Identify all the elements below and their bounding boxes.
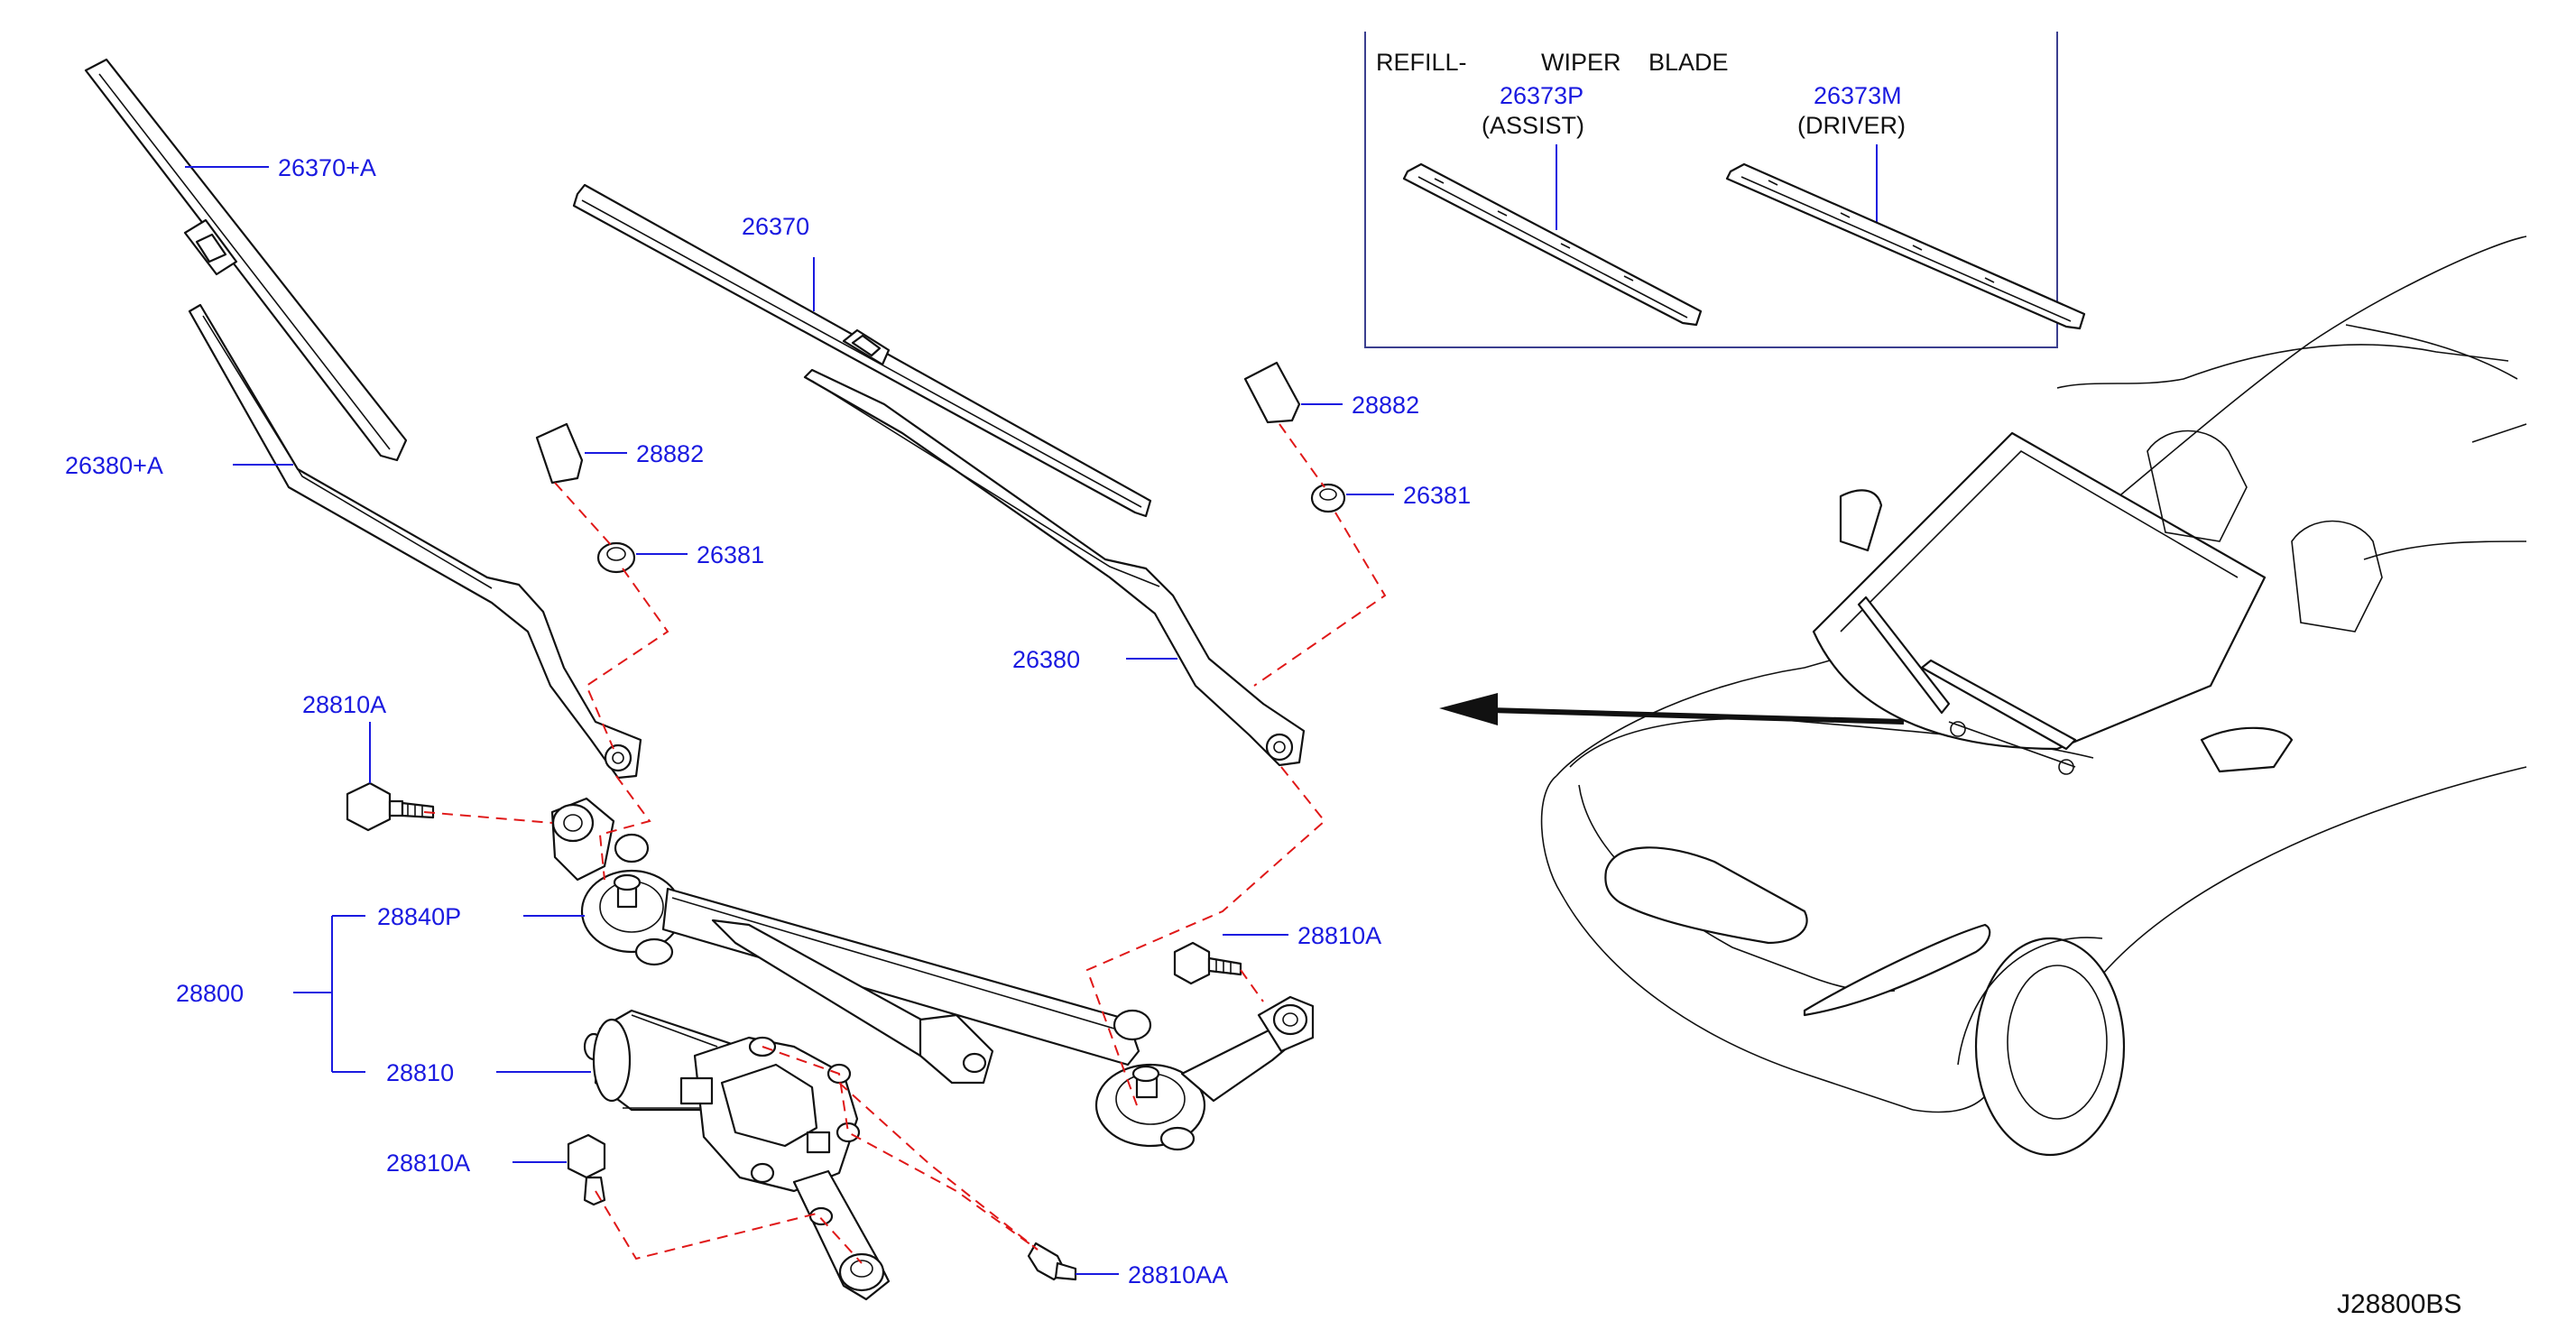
label-28810AA: 28810AA bbox=[1128, 1261, 1228, 1288]
pivot-cap-left bbox=[535, 422, 584, 485]
label-28810A-mid: 28810A bbox=[1297, 922, 1381, 949]
label-28882-right: 28882 bbox=[1352, 392, 1419, 419]
arm-right-pivot bbox=[1265, 733, 1294, 762]
arm-left-pivot bbox=[604, 743, 632, 772]
car-grille bbox=[1604, 846, 1808, 945]
wiper-blade-right bbox=[572, 183, 1152, 518]
refill-strip-driver bbox=[1725, 162, 2086, 330]
wiper-blade-left bbox=[84, 58, 408, 462]
label-26381-right: 26381 bbox=[1403, 482, 1471, 509]
wiper-arm-right bbox=[803, 368, 1306, 767]
screw-28810AA bbox=[1027, 1242, 1077, 1281]
bolt-28810A-mid bbox=[1173, 941, 1242, 985]
location-arrow bbox=[1439, 693, 1905, 725]
label-28882-left: 28882 bbox=[636, 440, 704, 467]
refill-inset: REFILL- WIPER BLADE 26373P (ASSIST) 2637… bbox=[1364, 32, 2086, 348]
inset-header-blade: BLADE bbox=[1648, 49, 1729, 76]
car-illustration bbox=[1540, 235, 2527, 1157]
diagram-code: J28800BS bbox=[2337, 1289, 2461, 1319]
label-26373P: 26373P bbox=[1500, 82, 1583, 109]
inset-frame bbox=[1364, 32, 2058, 348]
assembly-guides bbox=[423, 423, 1387, 1264]
inset-header-wiper: WIPER bbox=[1541, 49, 1621, 76]
label-26380: 26380 bbox=[1012, 646, 1080, 673]
label-26373M: 26373M bbox=[1814, 82, 1902, 109]
wiper-motor bbox=[583, 1009, 891, 1301]
label-26381-left: 26381 bbox=[697, 541, 764, 568]
bolt-28810A-bottom bbox=[567, 1133, 606, 1206]
pivot-nut-right bbox=[1310, 483, 1346, 513]
label-driver: (DRIVER) bbox=[1797, 112, 1906, 139]
label-26370A: 26370+A bbox=[278, 154, 376, 181]
wiper-linkage bbox=[550, 797, 1315, 1151]
refill-strip-assist bbox=[1402, 162, 1703, 327]
car-mirror bbox=[1839, 489, 1883, 552]
label-assist: (ASSIST) bbox=[1482, 112, 1584, 139]
label-28800: 28800 bbox=[176, 980, 244, 1007]
label-28810: 28810 bbox=[386, 1059, 454, 1086]
car-headlight bbox=[1803, 923, 1991, 1017]
label-26370: 26370 bbox=[742, 213, 809, 240]
inset-header-refill: REFILL- bbox=[1376, 49, 1467, 76]
bolt-28810A-top bbox=[346, 781, 435, 832]
label-28810A-bottom: 28810A bbox=[386, 1150, 470, 1177]
pivot-cap-right bbox=[1243, 361, 1301, 424]
wiper-arm-left bbox=[188, 303, 642, 780]
label-28810A-top: 28810A bbox=[302, 691, 386, 718]
label-28840P: 28840P bbox=[377, 903, 461, 930]
car-front-wheel bbox=[1974, 937, 2126, 1157]
pivot-nut-left bbox=[596, 541, 636, 574]
label-26380A: 26380+A bbox=[65, 452, 163, 479]
